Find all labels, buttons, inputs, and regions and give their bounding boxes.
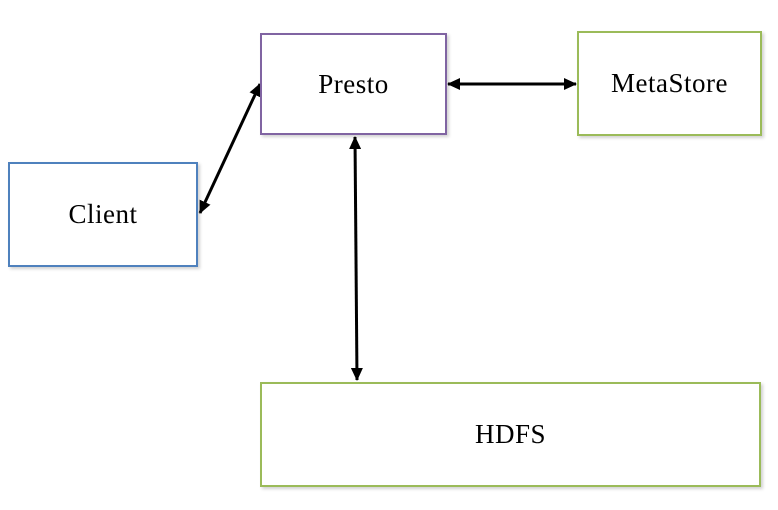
node-client: Client bbox=[8, 162, 198, 267]
node-client-label: Client bbox=[68, 199, 138, 229]
node-metastore-label: MetaStore bbox=[611, 68, 728, 98]
arrow-presto-hdfs bbox=[349, 136, 363, 381]
node-presto: Presto bbox=[260, 33, 447, 135]
arrow-client-presto bbox=[198, 83, 262, 214]
node-metastore: MetaStore bbox=[577, 31, 762, 136]
node-hdfs-label: HDFS bbox=[474, 419, 547, 449]
node-presto-label: Presto bbox=[318, 68, 389, 99]
node-hdfs: HDFS bbox=[260, 382, 761, 487]
